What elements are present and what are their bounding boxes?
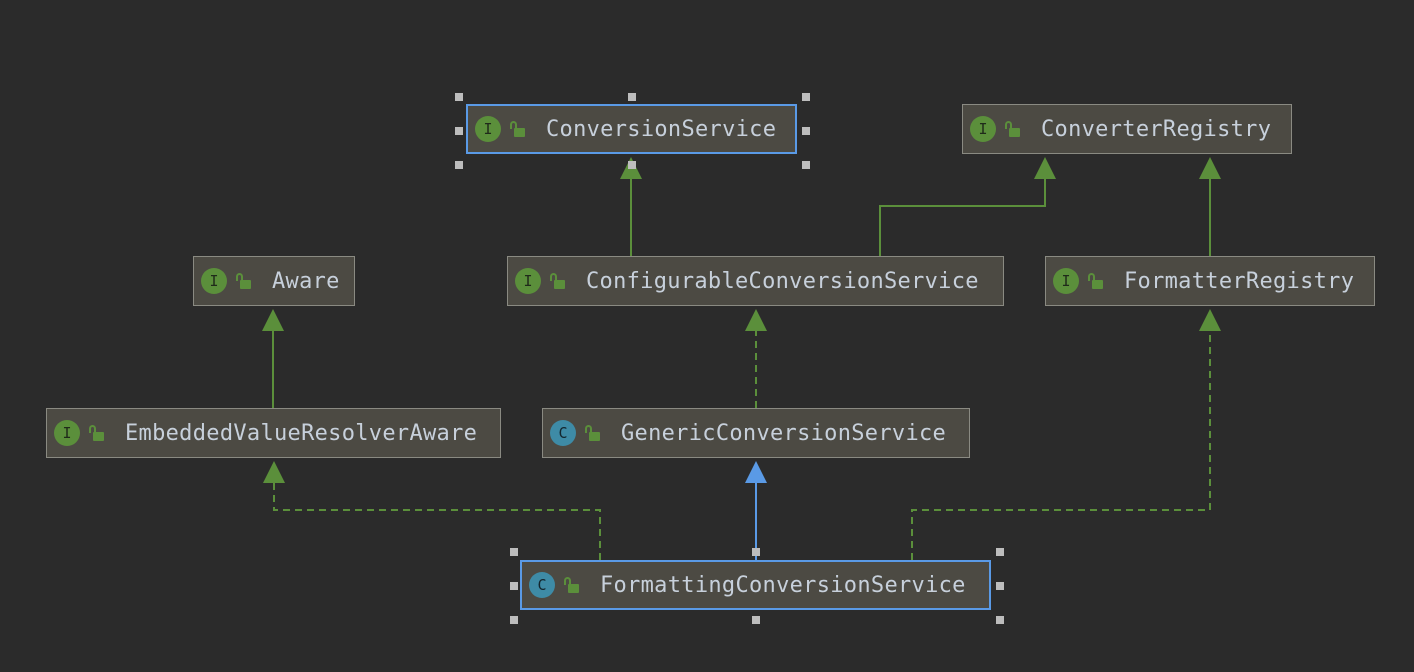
selection-handle[interactable] (996, 548, 1004, 556)
selection-handle[interactable] (628, 93, 636, 101)
edge-formatting-to-embedded (263, 461, 601, 560)
selection-handle[interactable] (628, 161, 636, 169)
node-aware[interactable]: I Aware (193, 256, 355, 306)
class-icon: C (550, 420, 576, 446)
interface-icon: I (201, 268, 227, 294)
edge-formatting-to-generic (745, 461, 767, 560)
selection-handle[interactable] (802, 93, 810, 101)
selection-handle[interactable] (455, 161, 463, 169)
interface-icon: I (515, 268, 541, 294)
node-embedded-value-resolver-aware[interactable]: I EmbeddedValueResolverAware (46, 408, 501, 458)
node-label: ConfigurableConversionService (586, 268, 979, 294)
selection-handle[interactable] (455, 93, 463, 101)
selection-handle[interactable] (752, 616, 760, 624)
node-formatter-registry[interactable]: I FormatterRegistry (1045, 256, 1375, 306)
node-label: EmbeddedValueResolverAware (125, 420, 478, 446)
interface-icon: I (54, 420, 80, 446)
node-conversion-service[interactable]: I ConversionService (466, 104, 797, 154)
interface-icon: I (1053, 268, 1079, 294)
open-lock-icon (510, 119, 526, 139)
selection-handle[interactable] (996, 616, 1004, 624)
interface-icon: I (475, 116, 501, 142)
node-formatting-conversion-service[interactable]: C FormattingConversionService (520, 560, 991, 610)
selection-handle[interactable] (996, 582, 1004, 590)
open-lock-icon (550, 271, 566, 291)
edge-generic-to-configurable (745, 309, 767, 408)
selection-handle[interactable] (802, 161, 810, 169)
selection-handle[interactable] (802, 127, 810, 135)
node-converter-registry[interactable]: I ConverterRegistry (962, 104, 1292, 154)
node-configurable-conversion-service[interactable]: I ConfigurableConversionService (507, 256, 1004, 306)
open-lock-icon (585, 423, 601, 443)
open-lock-icon (1005, 119, 1021, 139)
node-label: FormattingConversionService (600, 572, 966, 598)
selection-handle[interactable] (510, 548, 518, 556)
edge-formatterregistry-to-converterregistry (1199, 157, 1221, 256)
edge-embedded-to-aware (262, 309, 284, 408)
node-generic-conversion-service[interactable]: C GenericConversionService (542, 408, 970, 458)
open-lock-icon (89, 423, 105, 443)
open-lock-icon (236, 271, 252, 291)
class-icon: C (529, 572, 555, 598)
selection-handle[interactable] (510, 582, 518, 590)
edge-configurable-to-conversionservice (620, 157, 642, 256)
node-label: Aware (272, 268, 340, 294)
interface-icon: I (970, 116, 996, 142)
node-label: FormatterRegistry (1124, 268, 1355, 294)
selection-handle[interactable] (752, 548, 760, 556)
edge-configurable-to-converterregistry (879, 157, 1056, 256)
node-label: ConverterRegistry (1041, 116, 1272, 142)
edge-formatting-to-formatterregistry (911, 309, 1221, 560)
open-lock-icon (1088, 271, 1104, 291)
open-lock-icon (564, 575, 580, 595)
selection-handle[interactable] (455, 127, 463, 135)
selection-handle[interactable] (510, 616, 518, 624)
node-label: ConversionService (546, 116, 777, 142)
node-label: GenericConversionService (621, 420, 947, 446)
